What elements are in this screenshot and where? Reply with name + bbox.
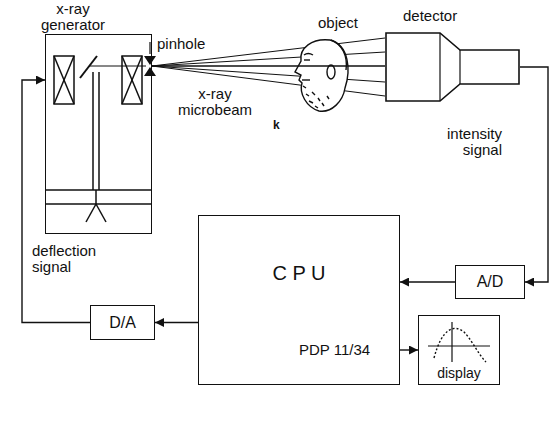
node-title: D/A [91, 306, 154, 339]
node-title: A/D [456, 266, 524, 298]
beam-label: x-ray microbeam [165, 86, 265, 118]
signal-label: deflection signal [32, 243, 122, 275]
detector-outline [385, 32, 520, 102]
leader-line [149, 42, 150, 54]
signal-label: intensity signal [412, 126, 502, 158]
electron-gun [86, 72, 106, 222]
node-title: C P U [199, 262, 399, 284]
plot-axis [451, 322, 452, 362]
head-illustration [295, 40, 348, 111]
detector: detector [385, 32, 520, 102]
detector-face [439, 33, 440, 101]
stray-mark: k [273, 118, 280, 132]
part-label: pinhole [157, 36, 205, 52]
part-label: object [318, 15, 358, 31]
converter-box: A/D [455, 265, 525, 299]
converter-box: D/A [90, 305, 155, 340]
signal-line [400, 349, 418, 350]
detector-neck [459, 50, 460, 84]
signal-line [22, 80, 90, 323]
signal-line [520, 67, 548, 282]
deflection-coil [54, 56, 74, 104]
x-ray-path [89, 66, 146, 67]
node-title: display [419, 365, 499, 381]
target [80, 56, 97, 78]
node-heading: x-ray generator [28, 1, 118, 33]
x-ray-generator: x-ray generator [45, 34, 152, 234]
display-box: display [418, 315, 500, 385]
plot-curve [434, 328, 486, 362]
housing-divider [45, 203, 152, 205]
plot-icon [420, 318, 498, 366]
detector-body [386, 33, 519, 101]
cpu-box: C P U PDP 11/34 [198, 215, 400, 385]
model-name: PDP 11/34 [299, 342, 370, 358]
signal-line [152, 65, 385, 66]
signal-line [400, 281, 455, 282]
signal-line [155, 322, 198, 323]
node-heading: detector [403, 8, 457, 24]
deflection-coil [122, 56, 142, 104]
